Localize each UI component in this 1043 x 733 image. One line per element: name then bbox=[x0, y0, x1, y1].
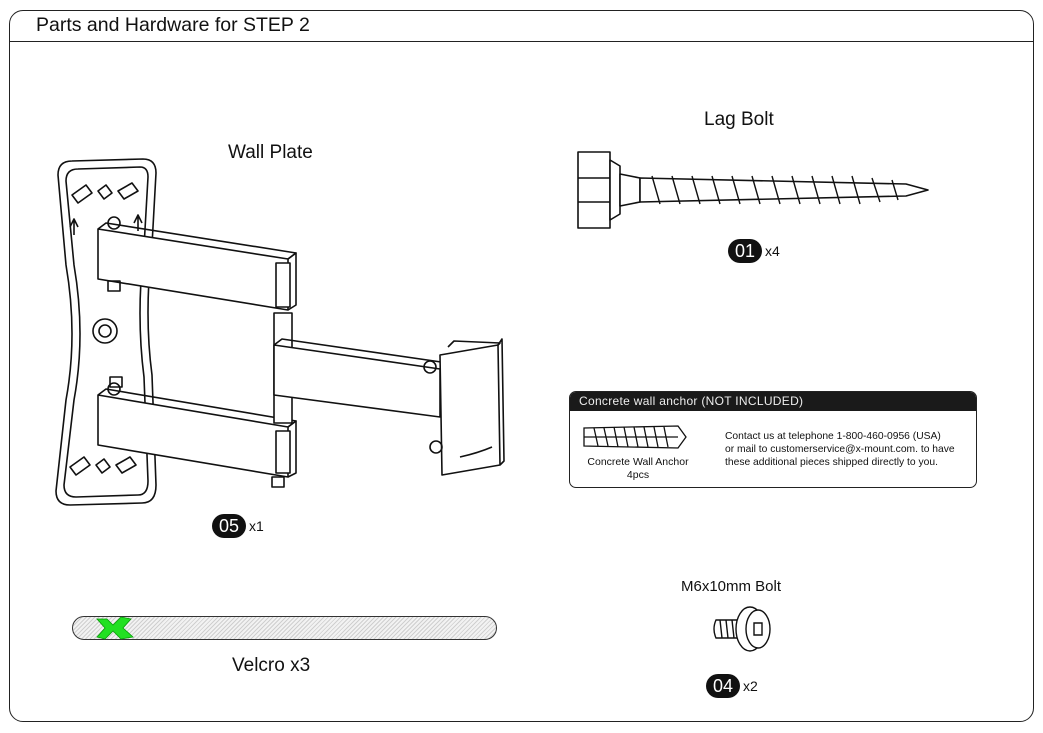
velcro-label: Velcro x3 bbox=[232, 655, 311, 676]
part-01-badge: 01 x4 bbox=[728, 239, 780, 263]
anchor-part-name: Concrete Wall Anchor bbox=[587, 456, 689, 468]
page-frame bbox=[9, 10, 1034, 722]
lag-bolt-label: Lag Bolt bbox=[704, 109, 774, 130]
part-quantity: x4 bbox=[765, 243, 780, 259]
concrete-anchor-illustration bbox=[583, 425, 687, 449]
part-code: 05 bbox=[212, 514, 246, 538]
part-05-badge: 05 x1 bbox=[212, 514, 264, 538]
part-code: 01 bbox=[728, 239, 762, 263]
anchor-part-qty: 4pcs bbox=[626, 469, 650, 481]
anchor-contact-text: Contact us at telephone 1-800-460-0956 (… bbox=[725, 430, 975, 469]
lag-bolt-illustration bbox=[577, 151, 929, 229]
part-04-badge: 04 x2 bbox=[706, 674, 758, 698]
part-code: 04 bbox=[706, 674, 740, 698]
anchor-notice-box: Concrete wall anchor (NOT INCLUDED) Conc… bbox=[569, 391, 977, 488]
wall-mount-arm-illustration bbox=[55, 158, 505, 506]
m6-bolt-illustration bbox=[713, 606, 771, 652]
page-title: Parts and Hardware for STEP 2 bbox=[36, 14, 310, 36]
header-divider bbox=[9, 41, 1034, 42]
anchor-notice-heading: Concrete wall anchor (NOT INCLUDED) bbox=[570, 392, 976, 411]
m6-bolt-label: M6x10mm Bolt bbox=[681, 578, 782, 595]
velcro-strip-illustration bbox=[72, 616, 497, 640]
anchor-part-caption: Concrete Wall Anchor 4pcs bbox=[578, 456, 698, 482]
contact-line: these additional pieces shipped directly… bbox=[725, 457, 938, 468]
wall-plate-label: Wall Plate bbox=[228, 142, 313, 163]
contact-line: Contact us at telephone 1-800-460-0956 (… bbox=[725, 431, 941, 442]
part-quantity: x1 bbox=[249, 518, 264, 534]
contact-line: or mail to customerservice@x-mount.com. … bbox=[725, 444, 955, 455]
part-quantity: x2 bbox=[743, 678, 758, 694]
velcro-mark-icon bbox=[96, 616, 134, 640]
